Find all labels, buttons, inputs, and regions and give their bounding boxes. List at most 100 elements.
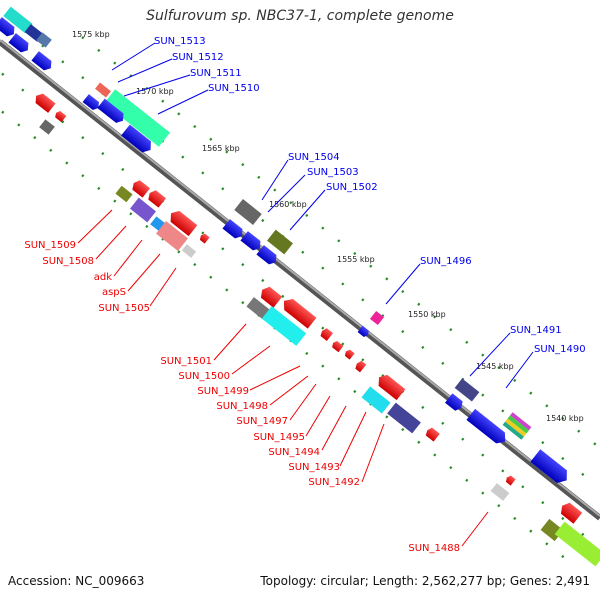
gene-label[interactable]: SUN_1495 — [253, 432, 305, 443]
gene-forward[interactable] — [445, 393, 465, 412]
gene-magenta[interactable] — [369, 310, 385, 326]
gene-label[interactable]: SUN_1493 — [288, 462, 340, 473]
tick-dot — [97, 48, 101, 52]
gene-label[interactable]: SUN_1511 — [190, 68, 242, 79]
gene-forward[interactable] — [240, 231, 263, 253]
gene-olive[interactable] — [115, 185, 133, 203]
gene-label[interactable]: SUN_1496 — [420, 256, 472, 267]
gene-label[interactable]: SUN_1491 — [510, 325, 562, 336]
tick-dot — [81, 136, 85, 140]
gene-reverse[interactable] — [280, 295, 317, 329]
tick-dot — [561, 516, 565, 521]
gene-reverse[interactable] — [331, 340, 344, 353]
gene-reverse[interactable] — [558, 500, 583, 524]
tick-dot — [181, 155, 185, 159]
gene-label[interactable]: SUN_1498 — [216, 401, 268, 412]
gene-purple[interactable] — [130, 197, 156, 223]
gene-reverse[interactable] — [319, 327, 334, 342]
gene-label[interactable]: SUN_1488 — [408, 543, 460, 554]
gene-reverse[interactable] — [146, 188, 166, 208]
gene-label[interactable]: SUN_1494 — [268, 447, 320, 458]
gene-label[interactable]: SUN_1512 — [172, 52, 224, 63]
gene-forward[interactable] — [8, 33, 31, 55]
gene-forward[interactable] — [0, 17, 18, 39]
gene-reverse[interactable] — [343, 348, 355, 360]
gene-label[interactable]: SUN_1508 — [42, 256, 94, 267]
tick-dot — [321, 326, 325, 330]
tick-dot — [1, 72, 5, 76]
gene-label[interactable]: SUN_1504 — [288, 152, 340, 163]
gene-label[interactable]: SUN_1492 — [308, 477, 360, 488]
gene-gray[interactable] — [39, 119, 55, 135]
kbp-markers: 1575 kbp 1570 kbp 1565 kbp 1560 kbp 1555… — [72, 30, 584, 423]
tick-dot — [577, 429, 581, 433]
gene-gray[interactable] — [234, 199, 262, 225]
tick-dot — [273, 188, 277, 192]
gene-forward[interactable] — [82, 94, 102, 112]
gene-label[interactable]: SUN_1501 — [160, 356, 212, 367]
gene-reverse[interactable] — [32, 91, 56, 113]
gene-lime[interactable] — [554, 521, 600, 567]
gene-reverse[interactable] — [258, 284, 283, 308]
tick-dot — [421, 345, 425, 350]
tick-dot — [421, 405, 425, 410]
gene-label[interactable]: adk — [94, 272, 112, 283]
tick-dot — [301, 250, 305, 254]
gene-reverse[interactable] — [130, 178, 150, 198]
gene-label[interactable]: SUN_1505 — [98, 303, 150, 314]
gene-label[interactable]: SUN_1500 — [178, 371, 230, 382]
gene-reverse[interactable] — [54, 110, 67, 123]
gene-salmon[interactable] — [95, 82, 111, 98]
gene-forward[interactable] — [97, 98, 126, 126]
gene-label[interactable]: SUN_1503 — [307, 167, 359, 178]
map-title: Sulfurovum sp. NBC37-1, complete genome — [146, 8, 454, 24]
gene-multicolor[interactable] — [502, 421, 524, 440]
gene-steel-1[interactable] — [36, 32, 52, 48]
tick-dot — [353, 389, 357, 394]
tick-dot — [353, 251, 357, 256]
gene-reverse[interactable] — [424, 426, 440, 442]
gene-slate[interactable] — [454, 378, 480, 402]
gene-cyan[interactable] — [361, 386, 391, 414]
tick-dot — [441, 421, 445, 425]
gene-slate[interactable] — [387, 402, 421, 434]
tick-dot — [401, 289, 405, 294]
gene-label[interactable]: SUN_1499 — [197, 386, 249, 397]
gene-reverse[interactable] — [375, 372, 406, 401]
gene-reverse[interactable] — [354, 360, 367, 373]
gene-forward[interactable] — [357, 325, 371, 338]
tick-dot — [541, 501, 545, 505]
gene-label[interactable]: SUN_1513 — [154, 36, 206, 47]
gene-reverse[interactable] — [504, 474, 516, 486]
tick-dot — [201, 171, 205, 175]
gene-reverse[interactable] — [198, 232, 210, 244]
gene-lightgray[interactable] — [490, 483, 510, 501]
gene-cyan[interactable] — [261, 306, 307, 346]
tick-dot — [481, 491, 485, 495]
gene-forward[interactable] — [530, 449, 571, 486]
gene-forward[interactable] — [31, 51, 54, 73]
gene-cyan-1[interactable] — [3, 6, 33, 34]
gene-label[interactable]: SUN_1502 — [326, 182, 378, 193]
gene-label[interactable]: SUN_1497 — [236, 416, 288, 427]
gene-forward[interactable] — [466, 408, 509, 447]
gene-gray[interactable] — [246, 297, 270, 319]
gene-label[interactable]: SUN_1490 — [534, 344, 586, 355]
gene-seagreen[interactable] — [103, 89, 171, 147]
tick-dot — [281, 294, 285, 298]
gene-forward[interactable] — [222, 219, 245, 241]
tick-dot — [401, 329, 405, 334]
gene-forward[interactable] — [121, 124, 155, 156]
gene-lightgray[interactable] — [181, 244, 197, 258]
gene-label[interactable]: aspS — [102, 287, 126, 298]
gene-reverse[interactable] — [167, 208, 198, 237]
gene-label[interactable]: SUN_1509 — [24, 240, 76, 251]
gene-olive[interactable] — [267, 229, 293, 255]
gene-pink[interactable] — [156, 221, 188, 251]
tick-dot — [97, 186, 101, 190]
gene-label[interactable]: SUN_1510 — [208, 83, 260, 94]
gene-forward[interactable] — [256, 245, 279, 267]
tick-dot — [221, 247, 225, 251]
tick-dot — [101, 151, 105, 156]
tick-dot — [241, 163, 245, 167]
